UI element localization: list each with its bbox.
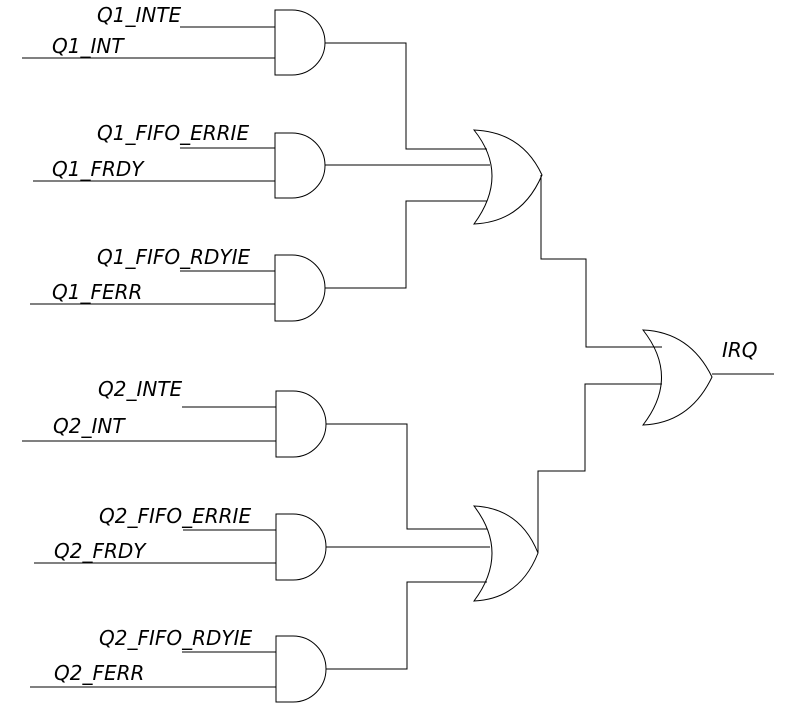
wire-or1-to-final-or	[540, 175, 662, 348]
and-gate-q2-ferr	[275, 635, 327, 703]
label-q2-fifo-rdyie: Q2_FIFO_RDYIE	[99, 626, 253, 650]
label-q2-frdy: Q2_FRDY	[54, 539, 147, 563]
label-q1-fifo-rdyie: Q1_FIFO_RDYIE	[97, 245, 251, 269]
label-q2-fifo-errie: Q2_FIFO_ERRIE	[99, 504, 251, 528]
or-gate-q1	[472, 129, 543, 225]
or-gate-q2	[472, 505, 539, 602]
wire-and1-to-or1	[325, 42, 487, 150]
label-q1-frdy: Q1_FRDY	[52, 157, 145, 181]
or-gate-final	[641, 329, 713, 426]
label-q2-inte: Q2_INTE	[98, 377, 183, 401]
label-q1-int: Q1_INT	[52, 34, 125, 58]
label-q2-int: Q2_INT	[53, 414, 126, 438]
label-q1-fifo-errie: Q1_FIFO_ERRIE	[97, 121, 249, 145]
label-q1-ferr: Q1_FERR	[52, 280, 142, 304]
label-irq: IRQ	[722, 338, 758, 362]
and-gate-q1-ferr	[274, 254, 326, 322]
and-gate-q1-int	[274, 9, 326, 76]
and-gate-q2-int	[275, 390, 327, 458]
wire-or2-to-final-or	[537, 383, 662, 553]
and-gate-q1-frdy	[274, 132, 326, 199]
label-q2-ferr: Q2_FERR	[54, 661, 144, 685]
label-q1-inte: Q1_INTE	[97, 3, 182, 27]
wire-and4-to-or2	[326, 423, 487, 530]
and-gate-q2-frdy	[275, 513, 327, 581]
wire-and3-to-or1	[325, 200, 487, 289]
wire-and6-to-or2	[326, 581, 487, 670]
